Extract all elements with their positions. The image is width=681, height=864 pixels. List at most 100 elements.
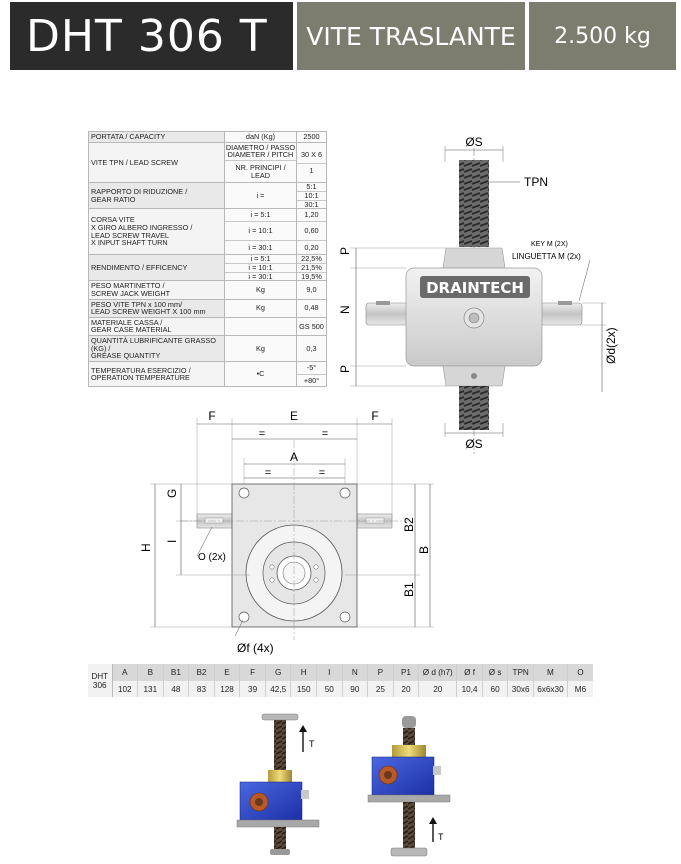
dimension-value: 20	[418, 681, 458, 697]
label-key-en: KEY M (2X)	[531, 241, 568, 248]
lead-screw	[403, 728, 415, 748]
front-view: DRAINTECH ØS ØS TPN KEY M (2X) LINGUETTA…	[338, 135, 618, 455]
screw-end	[270, 849, 290, 855]
arrow-up-icon	[299, 725, 307, 732]
spec-unit: i = 5:1 i = 10:1 i = 30:1	[224, 208, 297, 256]
dimension-header: B	[137, 664, 164, 681]
brand-plate	[420, 276, 530, 298]
lead-screw-top	[459, 160, 489, 247]
arrow-label: T	[309, 739, 315, 749]
shaft-hole-inner	[468, 312, 480, 324]
dimension-value: 10,4	[456, 681, 483, 697]
key-left	[376, 301, 390, 305]
dim-label-f-right: F	[371, 409, 378, 423]
spec-unit: Kg	[224, 335, 297, 363]
dimension-value: 131	[137, 681, 164, 697]
dimension-header-row: DHT 306 A B B1 B2 E F G H I N P P1 Ø d (…	[88, 664, 593, 697]
arrow-up-icon	[429, 817, 437, 824]
mount-hole	[238, 487, 250, 499]
spec-row-screwweight: PESO VITE TPN x 100 mm/ LEAD SCREW WEIGH…	[88, 298, 327, 318]
spec-unit-text: DIAMETRO / PASSO	[225, 142, 296, 152]
spec-label-line: PESO MARTINETTO /	[91, 281, 165, 291]
dim-label-b: B	[417, 546, 431, 554]
spec-value: 9,0	[296, 280, 327, 300]
spec-value-line: 0,60	[297, 222, 326, 241]
spec-row-travel: CORSA VITE X GIRO ALBERO INGRESSO / LEAD…	[88, 208, 327, 256]
dimension-header: P1	[393, 664, 420, 681]
dimension-header: F	[239, 664, 266, 681]
spec-unit: •C	[224, 361, 297, 388]
spec-label-line: SCREW JACK WEIGHT	[91, 288, 171, 298]
spec-label-line: RAPPORTO DI RIDUZIONE /	[91, 187, 188, 197]
spec-unit-line: i = 5:1	[225, 255, 296, 264]
dimension-value: 42,5	[265, 681, 292, 697]
flange-bore	[255, 798, 263, 806]
dimension-header: Ø f	[456, 664, 483, 681]
flange-bore	[384, 771, 392, 779]
dim-label-b2: B2	[402, 517, 416, 532]
spec-unit-line: i = 5:1	[225, 209, 296, 222]
dim-label-eq: =	[319, 467, 325, 479]
spec-value-line: 1	[309, 165, 314, 175]
top-plate	[261, 713, 299, 721]
spec-label-line: MATERIALE CASSA /	[91, 317, 163, 327]
spec-label: MATERIALE CASSA / GEAR CASE MATERIAL	[88, 316, 225, 337]
dim-label-ds-bottom: ØS	[465, 437, 482, 451]
spec-unit-line: i = 10:1	[225, 222, 296, 241]
spec-label: QUANTITÀ LUBRIFICANTE GRASSO (KG) / GREA…	[88, 335, 225, 363]
arrow-label: T	[438, 832, 444, 842]
spec-row-weight: PESO MARTINETTO / SCREW JACK WEIGHT Kg 9…	[88, 280, 327, 300]
spec-row-grease: QUANTITÀ LUBRIFICANTE GRASSO (KG) / GREA…	[88, 335, 327, 363]
screw-end	[402, 716, 416, 728]
spec-row-temp: TEMPERATURA ESERCIZIO / OPERATION TEMPER…	[88, 361, 327, 388]
dimension-value: 20	[393, 681, 420, 697]
dimension-header: I	[316, 664, 343, 681]
dimension-value: 83	[188, 681, 215, 697]
keyway-right	[365, 517, 385, 524]
spec-value-line: 1,20	[297, 209, 326, 222]
dimension-header: Ø s	[482, 664, 509, 681]
label-o: O (2x)	[198, 552, 226, 563]
spec-value-line: 30 X 6	[297, 147, 326, 164]
label-tpn: TPN	[524, 175, 548, 189]
top-cover	[442, 247, 506, 269]
dim-label-p-top: P	[338, 247, 352, 255]
dim-label-i: I	[165, 540, 179, 543]
spec-label: RENDIMENTO / EFFICENCY	[88, 254, 225, 282]
dim-label-dd: Ød(2x)	[604, 327, 618, 364]
dimension-value: 39	[239, 681, 266, 697]
spec-label-line: LEAD SCREW WEIGHT X 100 mm	[91, 307, 206, 317]
dim-label-b1: B1	[402, 582, 416, 597]
dim-label-eq: =	[259, 428, 265, 440]
base-plate	[367, 794, 451, 803]
mount-hole	[238, 611, 250, 623]
input-shaft-left	[365, 302, 409, 326]
dimension-header: B1	[163, 664, 190, 681]
spec-unit-line: i = 30:1	[248, 271, 273, 281]
dim-label-eq: =	[322, 428, 328, 440]
spec-value-line: +80°	[303, 375, 320, 385]
key-right	[558, 301, 572, 305]
spec-label-line: CORSA VITE	[91, 215, 135, 225]
base-plate	[236, 819, 320, 828]
dimension-value: 90	[342, 681, 369, 697]
dimension-value: 25	[367, 681, 394, 697]
spec-unit-line: i = 30:1	[248, 242, 273, 252]
spec-value: 0,48	[296, 298, 327, 318]
spec-value: 22,5% 21,5% 19,5%	[296, 254, 327, 282]
spec-unit-line: i = 10:1	[225, 264, 296, 273]
dimension-value: 150	[290, 681, 317, 697]
dimension-value: 30x6	[507, 681, 534, 697]
spec-label-line: GREASE QUANTITY	[91, 351, 161, 361]
dimension-header: O	[567, 664, 593, 681]
spec-value: GS 500	[296, 316, 327, 337]
leader-line	[578, 259, 591, 302]
top-view: F E F = = A = =	[139, 409, 434, 655]
spec-label-line: PESO VITE TPN x 100 mm/	[91, 299, 183, 309]
spec-label-line: LEAD SCREW TRAVEL	[91, 230, 169, 240]
dimension-value: M6	[567, 681, 593, 697]
dimension-value-row: 102 131 48 83 128 39 42,5 150 50 90 25 2…	[88, 681, 593, 697]
